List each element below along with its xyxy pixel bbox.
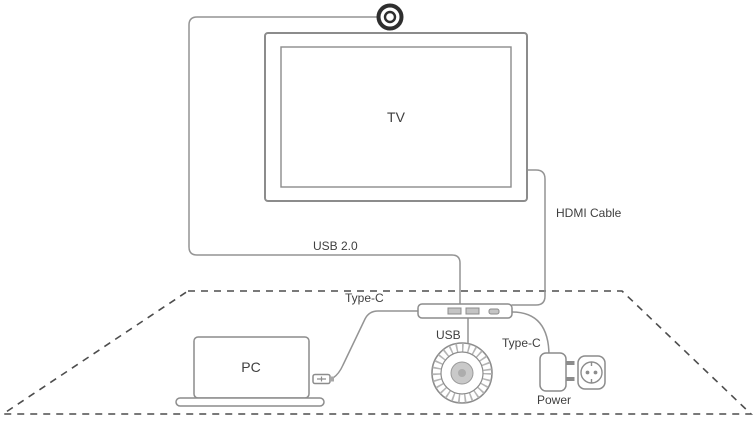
table-surface-outline — [0, 290, 753, 415]
typec-left-label: Type-C — [345, 291, 384, 305]
hub-typec-port — [488, 308, 500, 315]
hub-device-icon — [417, 303, 513, 319]
usb-port-label: USB — [436, 328, 461, 342]
hub-usb-port-1 — [447, 307, 462, 315]
usb2-cable — [188, 16, 461, 307]
usb2-cable-label: USB 2.0 — [313, 239, 358, 253]
laptop-base — [175, 397, 325, 407]
pc-label: PC — [241, 359, 260, 375]
usb-plug-icon — [312, 373, 334, 385]
hdmi-cable-label: HDMI Cable — [556, 206, 622, 220]
hdmi-cable — [511, 169, 546, 306]
tv-icon — [264, 32, 528, 202]
typec-right-label: Type-C — [502, 336, 541, 350]
power-adapter-icon — [539, 352, 575, 392]
typec-cable-left — [332, 310, 419, 379]
wall-outlet-icon — [577, 355, 606, 390]
typec-cable-right — [511, 311, 550, 357]
tv-screen — [280, 46, 512, 188]
camera-icon — [376, 3, 404, 31]
laptop-icon — [175, 336, 325, 407]
power-label: Power — [537, 393, 571, 407]
speakerphone-icon — [431, 342, 493, 404]
hub-usb-port-2 — [465, 307, 480, 315]
tv-label: TV — [387, 109, 406, 125]
